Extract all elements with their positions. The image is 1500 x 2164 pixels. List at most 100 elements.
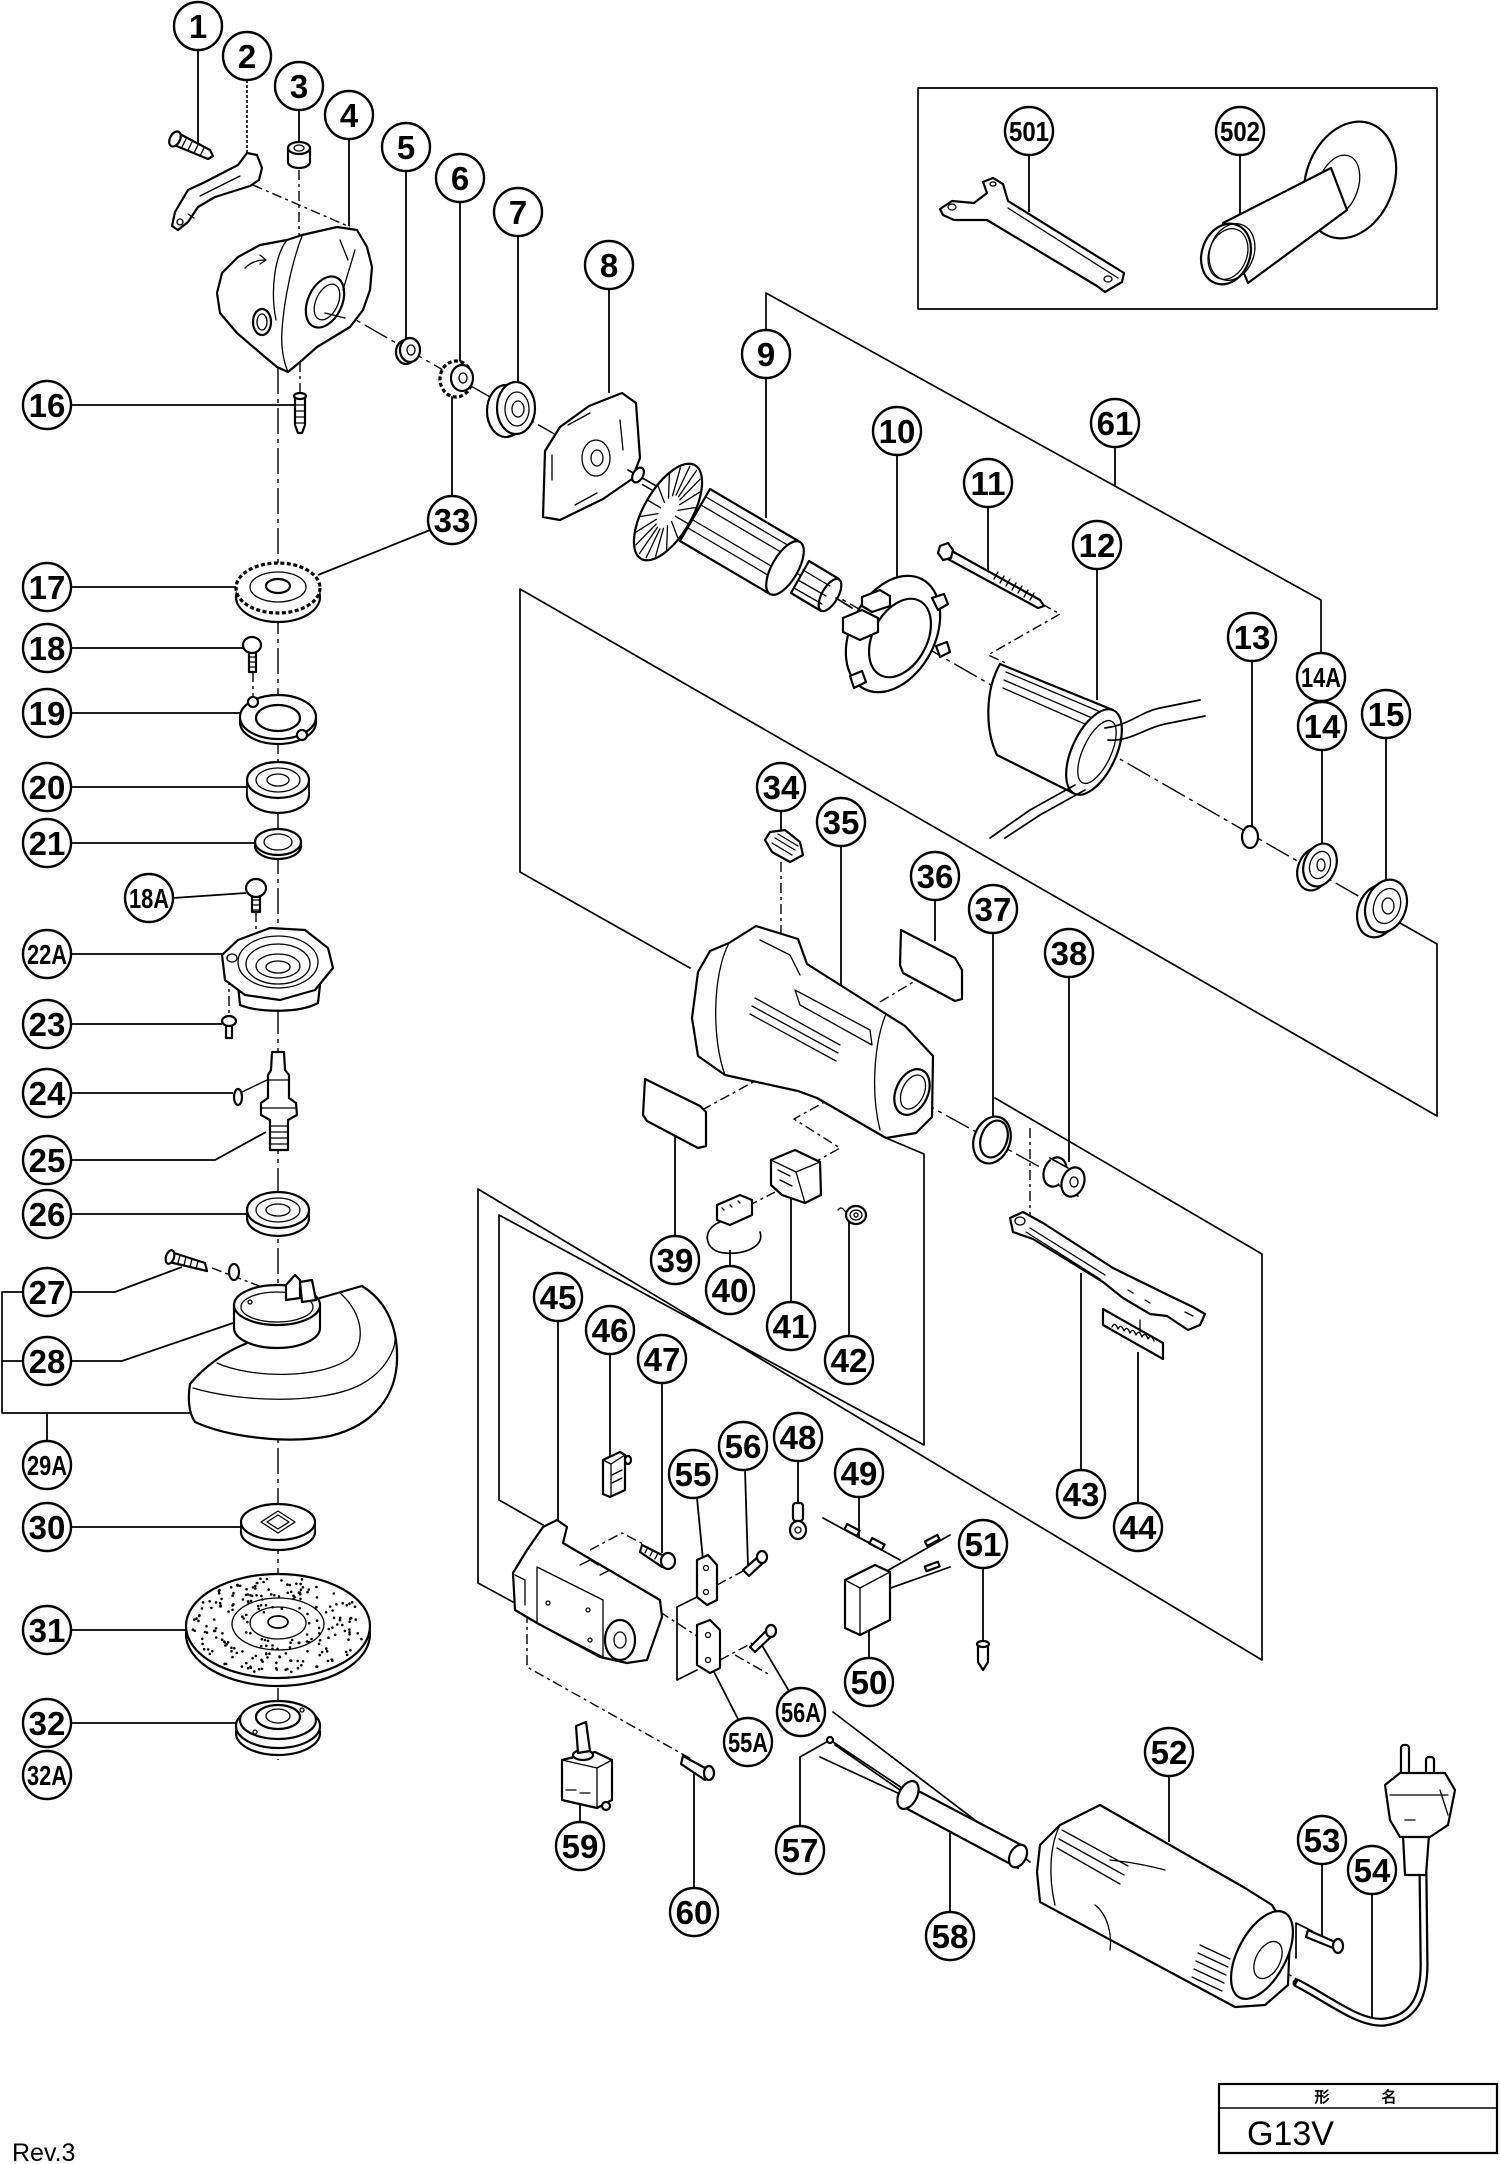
- callout-circle: [722, 1716, 774, 1768]
- callout-58: 58: [924, 1910, 976, 1962]
- callout-number: 25: [29, 1142, 66, 1179]
- terminal-plate-part-55: [695, 1553, 719, 1607]
- grit-dot: [264, 1652, 268, 1655]
- grit-dot: [266, 1656, 269, 1659]
- model-header-char-2: 名: [1381, 2088, 1396, 2106]
- callout-number: 39: [657, 1242, 694, 1279]
- grit-dot: [214, 1627, 218, 1630]
- callout-circle: [1295, 651, 1347, 703]
- callout-circle: [21, 687, 73, 739]
- screw-part-18: [241, 635, 263, 674]
- grit-dot: [224, 1644, 227, 1647]
- callout-number: 2: [238, 38, 256, 75]
- terminal-part-48: [788, 1501, 808, 1541]
- leader-line: [713, 1671, 739, 1720]
- grit-dot: [299, 1597, 302, 1601]
- grinding-wheel-part-31: [184, 1572, 372, 1688]
- pinion-part-6: [438, 359, 475, 399]
- callout-54: 54: [1346, 1844, 1398, 1896]
- grit-dot: [307, 1622, 311, 1625]
- callout-number: 55: [675, 1456, 712, 1493]
- callout-38: 38: [1043, 927, 1095, 979]
- grit-dot: [198, 1614, 201, 1617]
- callout-number: 23: [29, 1006, 66, 1043]
- grit-dot: [257, 1667, 261, 1671]
- callout-60: 60: [668, 1886, 720, 1938]
- title-block: 形 名 G13V: [1217, 2082, 1499, 2155]
- fan-blades: [635, 465, 701, 559]
- callout-57: 57: [774, 1824, 826, 1876]
- callout-number: 12: [1079, 527, 1116, 564]
- callout-circle: [775, 1686, 827, 1738]
- callout-number: 26: [29, 1196, 66, 1233]
- grit-dot: [238, 1584, 242, 1588]
- fan-blade: [679, 478, 701, 501]
- leader-line: [317, 529, 431, 576]
- callout-8: 8: [583, 239, 635, 291]
- callout-number: 45: [540, 1279, 577, 1316]
- callout-50: 50: [843, 1656, 895, 1708]
- grit-dot: [348, 1602, 351, 1605]
- label-plate-part-36: [898, 928, 964, 1003]
- callout-circle: [21, 1067, 73, 1119]
- grit-dot: [264, 1604, 268, 1607]
- grit-dot: [333, 1633, 337, 1637]
- grit-dot: [307, 1588, 311, 1591]
- grit-dot: [241, 1650, 244, 1653]
- callout-number: 44: [1120, 1509, 1157, 1546]
- callout-circle: [649, 1234, 701, 1286]
- grit-dot: [300, 1578, 304, 1581]
- grit-dot: [249, 1631, 252, 1635]
- grit-dot: [245, 1613, 248, 1617]
- callout-circle: [1112, 1501, 1164, 1553]
- callout-circle: [380, 121, 432, 173]
- grit-dot: [341, 1601, 345, 1605]
- grit-dot: [289, 1641, 292, 1644]
- callout-number: 24: [29, 1075, 66, 1112]
- callout-circle: [583, 239, 635, 291]
- grit-dot: [290, 1670, 293, 1674]
- ball-bearing-part-20: [245, 760, 311, 815]
- callout-14a: 14A: [1295, 651, 1347, 703]
- callout-circle: [21, 1749, 73, 1801]
- grit-dot: [231, 1655, 234, 1659]
- callout-circle: [273, 60, 325, 112]
- callout-49: 49: [833, 1447, 885, 1499]
- callout-10: 10: [871, 405, 923, 457]
- speed-controller-part-45: [511, 1518, 664, 1665]
- callout-19: 19: [21, 687, 73, 739]
- callout-51: 51: [957, 1518, 1009, 1570]
- fan-blade: [674, 515, 689, 525]
- grit-dot: [347, 1638, 350, 1641]
- ball-bearing-part-15: [1355, 878, 1409, 939]
- callout-number: 32A: [27, 1760, 67, 1791]
- parts: [164, 120, 1457, 2027]
- grit-dot: [316, 1665, 319, 1668]
- fan-blade: [665, 525, 669, 550]
- fan-blade: [667, 474, 671, 499]
- fan-blade: [675, 465, 691, 496]
- grit-dot: [295, 1582, 298, 1586]
- fan-blade: [677, 469, 698, 498]
- lock-lever-part-2: [170, 151, 264, 232]
- leader-lines: [46, 50, 1387, 2018]
- callout-circle: [21, 1335, 73, 1387]
- callout-number: 38: [1051, 935, 1088, 972]
- fan-blade: [647, 499, 662, 509]
- fan-blade: [677, 506, 696, 511]
- callouts: 123456789101112131414A1516171818A1920212…: [21, 0, 1412, 1962]
- grit-dot: [265, 1577, 269, 1581]
- screw-part-60: [679, 1754, 716, 1782]
- callout-circle: [532, 1271, 584, 1323]
- callout-52: 52: [1143, 1726, 1195, 1778]
- grit-dot: [320, 1650, 324, 1654]
- callout-35: 35: [815, 796, 867, 848]
- grit-dot: [331, 1609, 334, 1612]
- grinding-wheel-grit-texture: [191, 1577, 363, 1674]
- grit-dot: [317, 1642, 321, 1646]
- grit-dot: [277, 1595, 281, 1598]
- ring-part-37: [972, 1115, 1012, 1165]
- grit-dot: [260, 1667, 264, 1671]
- grit-dot: [201, 1642, 204, 1646]
- spring-part-44: [1101, 1307, 1165, 1361]
